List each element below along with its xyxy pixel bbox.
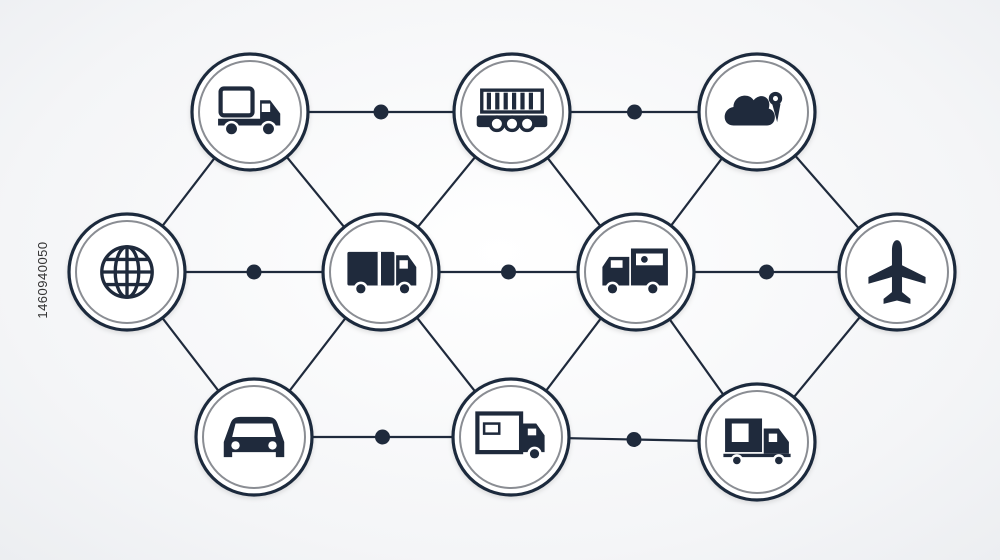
stock-id-number: 1460940050 bbox=[35, 241, 51, 319]
globe-icon bbox=[100, 245, 154, 299]
node-cargo-van bbox=[576, 212, 696, 332]
node-courier-truck bbox=[451, 377, 571, 497]
node-inner-ring bbox=[198, 60, 302, 164]
node-airplane bbox=[837, 212, 957, 332]
node-globe bbox=[67, 212, 187, 332]
connector-dot bbox=[759, 264, 774, 280]
node-shipping-truck bbox=[697, 382, 817, 502]
node-cloud-pin bbox=[697, 52, 817, 172]
node-inner-ring bbox=[459, 385, 563, 489]
connector-dot bbox=[375, 429, 390, 445]
connector-dot bbox=[246, 264, 262, 280]
connector-dot bbox=[626, 432, 642, 447]
node-freight-train bbox=[452, 52, 572, 172]
connector-dot bbox=[373, 104, 389, 120]
node-car bbox=[194, 377, 314, 497]
node-delivery-truck bbox=[321, 212, 441, 332]
connector-dot bbox=[627, 104, 642, 120]
icon-nodes bbox=[67, 52, 957, 502]
node-tow-truck bbox=[190, 52, 310, 172]
connector-dots bbox=[246, 104, 774, 447]
connector-dot bbox=[501, 264, 516, 280]
car-icon bbox=[223, 416, 285, 458]
